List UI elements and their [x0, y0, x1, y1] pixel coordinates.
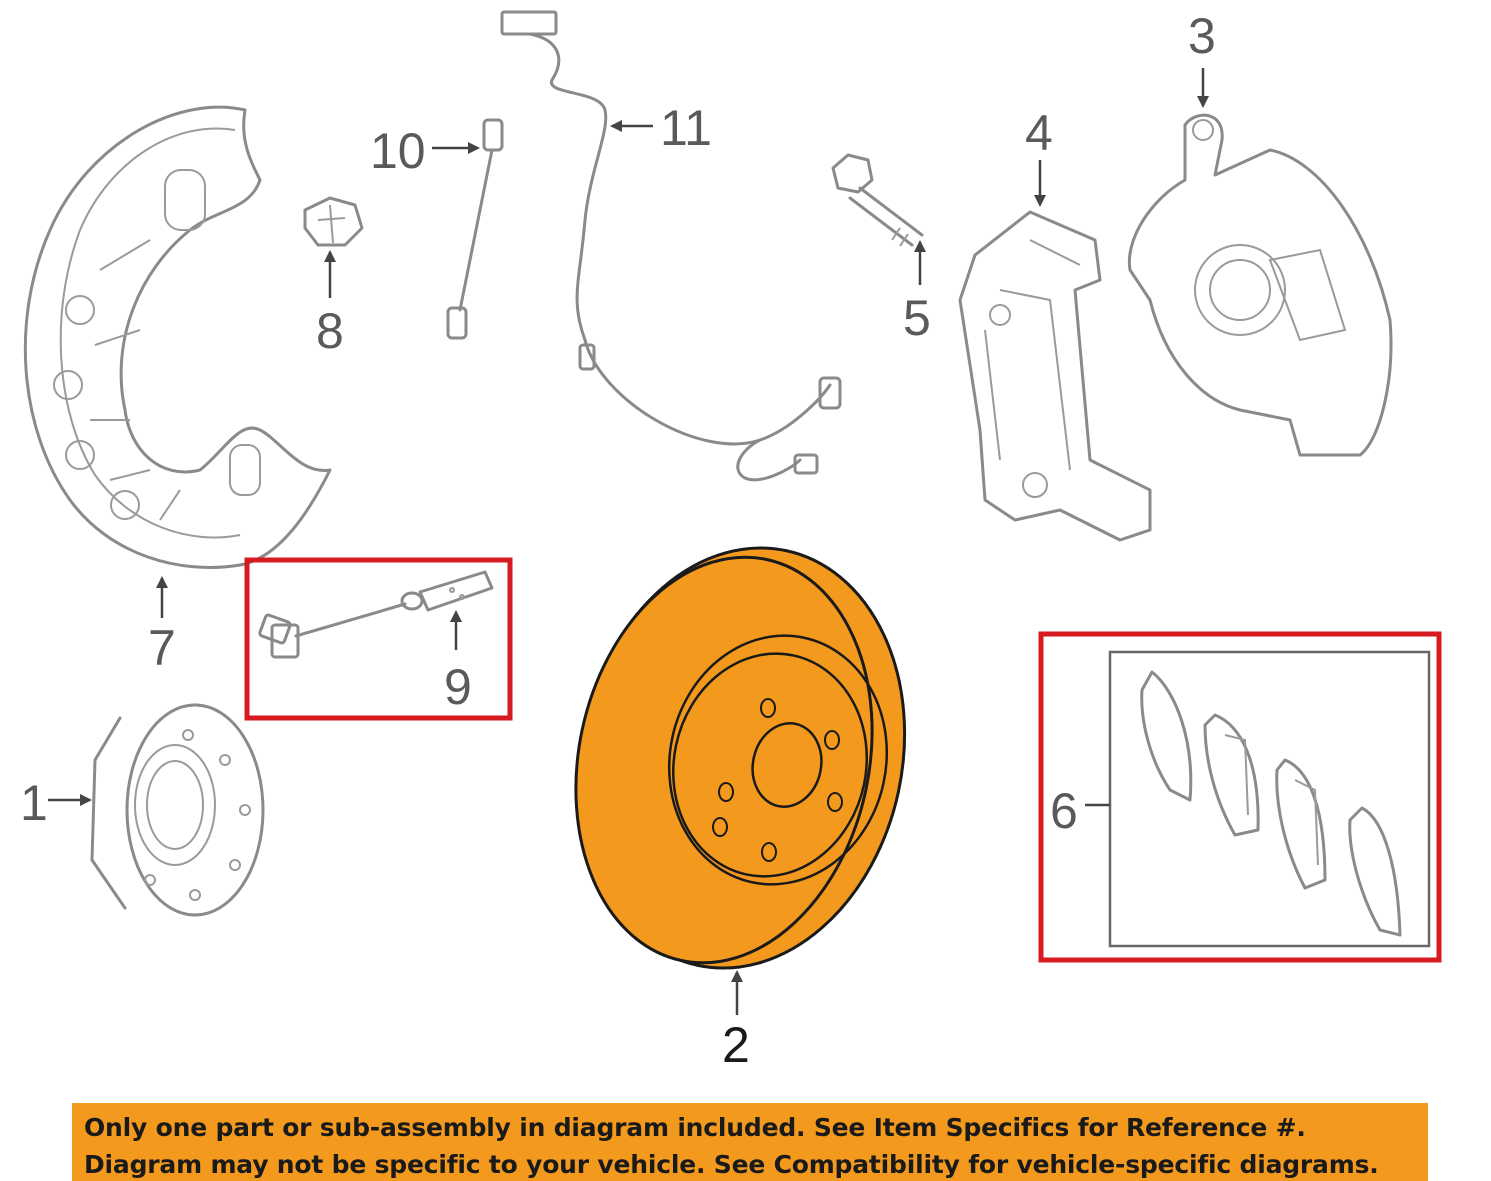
brake-pad-set-frame — [1108, 650, 1431, 948]
callout-3: 3 — [1188, 8, 1216, 64]
splash-shield-part — [23, 105, 332, 569]
disclaimer-line-1: Only one part or sub-assembly in diagram… — [84, 1113, 1306, 1142]
callout-11: 11 — [660, 100, 712, 156]
callout-8: 8 — [316, 303, 344, 359]
leader-lines — [48, 68, 1209, 1015]
wheel-hub-part — [90, 703, 265, 917]
brake-pad-set-part — [1140, 670, 1402, 937]
callout-2: 2 — [722, 1017, 750, 1073]
callout-4: 4 — [1025, 105, 1053, 161]
disclaimer-banner: Only one part or sub-assembly in diagram… — [72, 1103, 1428, 1181]
wear-sensor-part — [446, 118, 504, 340]
callout-6: 6 — [1050, 783, 1078, 839]
highlight-box-9 — [244, 557, 513, 721]
callout-10: 10 — [370, 123, 426, 179]
callout-9: 9 — [444, 659, 472, 715]
steering-knuckle-part — [1127, 113, 1393, 457]
highlight-box-6 — [1038, 631, 1442, 963]
caliper-bracket-part — [958, 210, 1152, 542]
callout-1: 1 — [20, 775, 48, 831]
bolt-part — [831, 153, 924, 247]
nut-part — [303, 196, 364, 247]
abs-sensor-part — [500, 10, 842, 482]
callout-5: 5 — [903, 290, 931, 346]
brake-wear-sensor-part — [258, 570, 494, 659]
brake-rotor-part — [574, 546, 907, 970]
callout-7: 7 — [148, 620, 176, 676]
disclaimer-line-2: Diagram may not be specific to your vehi… — [84, 1150, 1379, 1179]
